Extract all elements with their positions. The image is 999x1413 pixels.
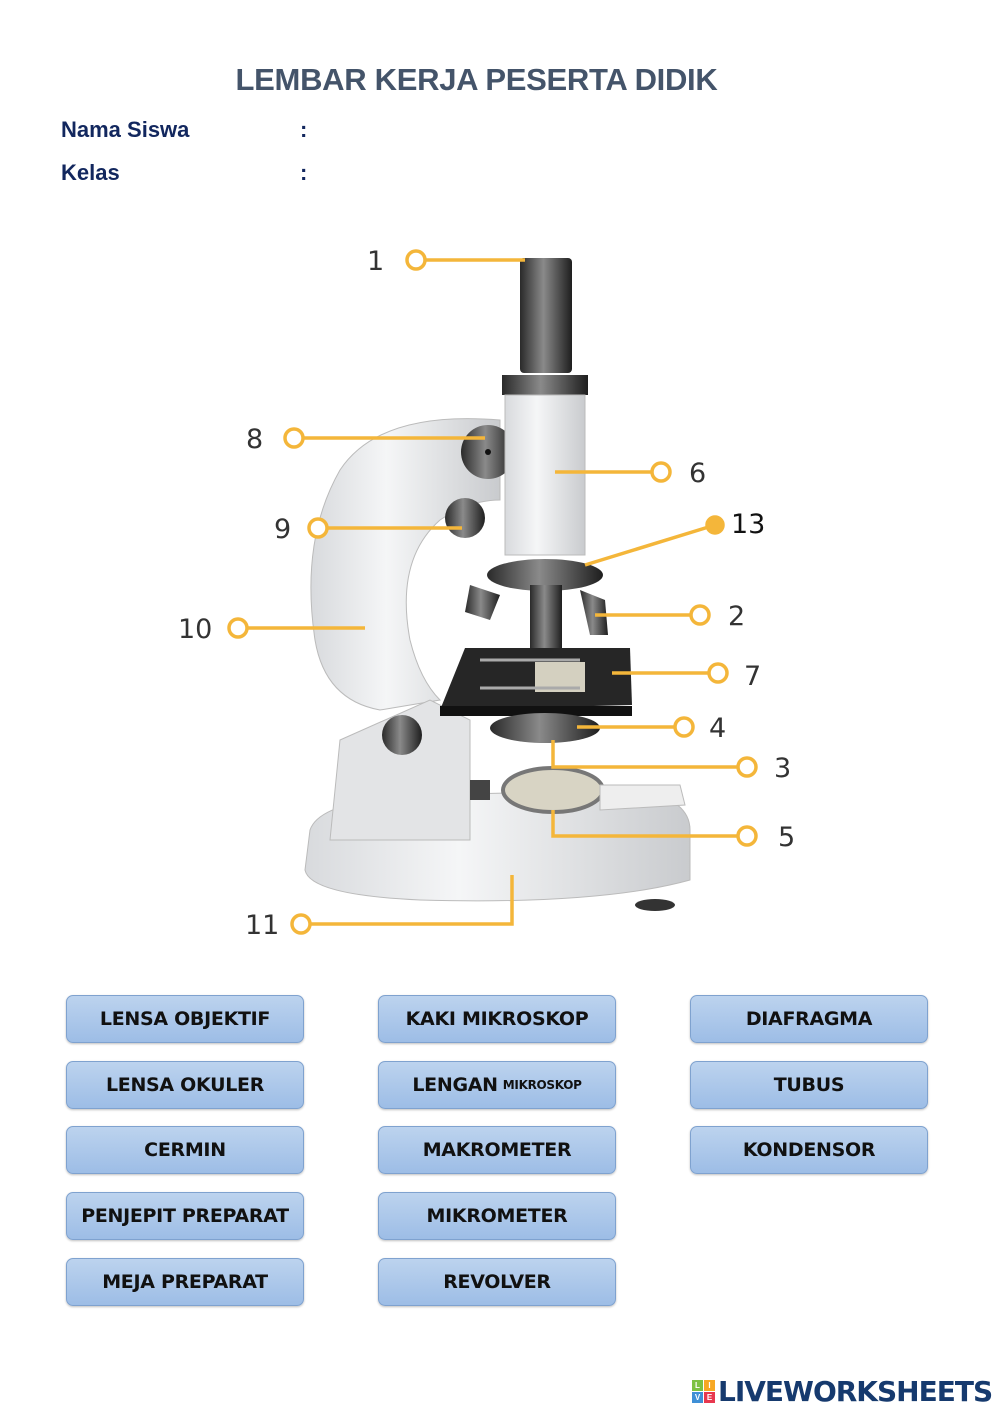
page-title: LEMBAR KERJA PESERTA DIDIK	[235, 62, 718, 97]
logo-letter: E	[704, 1392, 715, 1403]
option-lengan-mikroskop[interactable]: LENGAN MIKROSKOP	[378, 1061, 616, 1109]
option-diafragma[interactable]: DIAFRAGMA	[690, 995, 928, 1043]
label-number-9: 9	[274, 514, 291, 545]
option-penjepit-preparat[interactable]: PENJEPIT PREPARAT	[66, 1192, 304, 1240]
option-kondensor[interactable]: KONDENSOR	[690, 1126, 928, 1174]
label-number-5: 5	[778, 822, 795, 853]
option-kaki-mikroskop[interactable]: KAKI MIKROSKOP	[378, 995, 616, 1043]
option-lensa-okuler[interactable]: LENSA OKULER	[66, 1061, 304, 1109]
option-mikrometer[interactable]: MIKROMETER	[378, 1192, 616, 1240]
label-number-1: 1	[367, 246, 384, 277]
label-number-11: 11	[245, 910, 279, 941]
label-number-7: 7	[744, 661, 761, 692]
class-label: Kelas	[61, 160, 120, 185]
option-cermin[interactable]: CERMIN	[66, 1126, 304, 1174]
logo-text: LIVEWORKSHEETS	[718, 1375, 993, 1408]
option-small-text: MIKROSKOP	[502, 1078, 582, 1092]
microscope-diagram: 1 8 9 10 6 13 2 7 4 3 5 11	[178, 246, 795, 941]
label-number-2: 2	[728, 601, 745, 632]
label-number-8: 8	[246, 424, 263, 455]
logo-squares-icon: L I V E	[692, 1380, 715, 1403]
option-main-text: LENGAN	[412, 1074, 498, 1096]
name-label: Nama Siswa	[61, 117, 190, 142]
logo-letter: V	[692, 1392, 703, 1403]
label-number-4: 4	[709, 713, 726, 744]
liveworksheets-logo: L I V E LIVEWORKSHEETS	[692, 1375, 993, 1408]
label-number-10: 10	[178, 614, 212, 645]
option-tubus[interactable]: TUBUS	[690, 1061, 928, 1109]
label-number-6: 6	[689, 458, 706, 489]
microscope-illustration	[304, 258, 691, 911]
logo-letter: I	[704, 1380, 715, 1391]
label-number-3: 3	[774, 753, 791, 784]
label-leaders	[227, 249, 758, 935]
option-makrometer[interactable]: MAKROMETER	[378, 1126, 616, 1174]
name-colon: :	[300, 117, 308, 142]
option-revolver[interactable]: REVOLVER	[378, 1258, 616, 1306]
option-lensa-objektif[interactable]: LENSA OBJEKTIF	[66, 995, 304, 1043]
label-number-13: 13	[731, 509, 765, 540]
option-meja-preparat[interactable]: MEJA PREPARAT	[66, 1258, 304, 1306]
class-colon: :	[300, 160, 308, 185]
logo-letter: L	[692, 1380, 703, 1391]
